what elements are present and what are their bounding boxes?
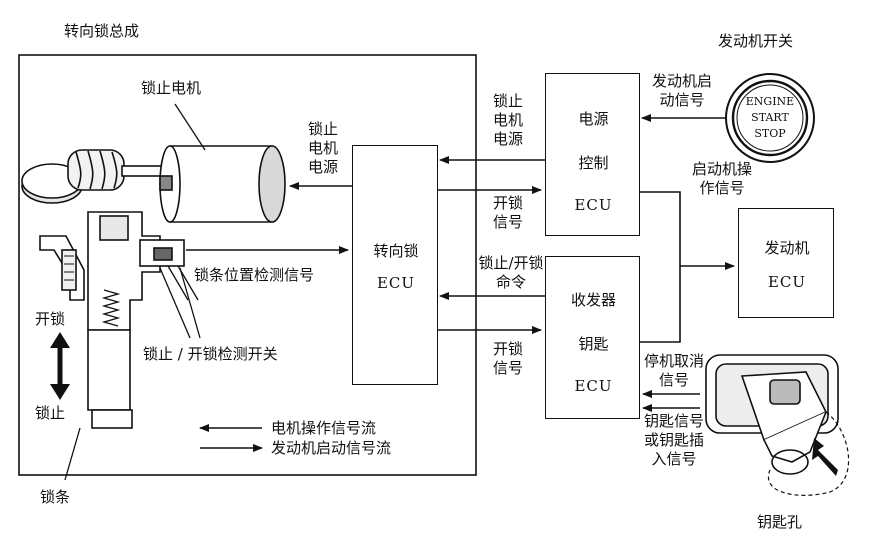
unlock-signal-upper-label: 开锁信号	[492, 194, 523, 231]
transceiver-ecu-line3: ECU	[574, 377, 613, 395]
position-signal-label: 锁条位置检测信号	[194, 266, 315, 284]
lock-motor-label: 锁止电机	[141, 79, 202, 97]
engine-button-line2: START	[751, 111, 789, 124]
power-control-ecu-box: 电源 控制 ECU	[545, 73, 640, 236]
keyhole-title: 钥匙孔	[757, 513, 803, 531]
legend-motor-flow: 电机操作信号流	[271, 419, 377, 437]
engine-button-line1: ENGINE	[745, 95, 795, 108]
engine-ecu-box: 发动机 ECU	[738, 208, 834, 318]
lock-unlock-cmd-label: 锁止/开锁命令	[478, 254, 544, 291]
lock-label: 锁止	[35, 404, 66, 422]
transceiver-key-ecu-box: 收发器 钥匙 ECU	[545, 256, 640, 419]
transceiver-ecu-line2: 钥匙	[578, 335, 609, 353]
stop-cancel-signal-label: 停机取消信号	[643, 352, 704, 389]
motor-power-left-label: 锁止电机电源	[307, 120, 338, 176]
line-transceiver-to-bus	[640, 266, 681, 343]
steering-lock-ecu-box: 转向锁 ECU	[352, 145, 438, 385]
line-power-to-bus	[640, 191, 681, 266]
power-ecu-line2: 控制	[578, 154, 609, 172]
assembly-title: 转向锁总成	[64, 22, 140, 40]
insert-arrow-icon	[812, 438, 838, 476]
engine-switch-title: 发动机开关	[718, 32, 794, 50]
keyhole-drawing	[705, 354, 850, 496]
assembly-frame	[18, 54, 477, 476]
steering-lock-mechanism	[21, 145, 286, 429]
lock-unlock-double-arrow	[50, 332, 70, 400]
engine-ecu-line2: ECU	[767, 273, 807, 291]
detect-switch-label: 锁止 / 开锁检测开关	[143, 345, 278, 363]
transceiver-ecu-line1: 收发器	[570, 291, 616, 309]
unlock-signal-lower-label: 开锁信号	[492, 340, 523, 377]
power-ecu-line1: 电源	[578, 110, 609, 128]
leader-lines	[64, 103, 206, 481]
power-ecu-line3: ECU	[574, 196, 613, 214]
steering-lock-ecu-line1: 转向锁	[373, 242, 419, 260]
engine-start-signal-label: 发动机启动信号	[651, 72, 712, 109]
engine-button-line3: STOP	[754, 127, 786, 140]
engine-ecu-line1: 发动机	[764, 239, 810, 257]
unlock-label: 开锁	[35, 310, 66, 328]
rack-label: 锁条	[40, 488, 71, 506]
motor-power-mid-label: 锁止电机电源	[492, 92, 523, 148]
legend-engine-flow: 发动机启动信号流	[271, 439, 392, 457]
engine-start-button	[725, 73, 815, 163]
steering-lock-ecu-line2: ECU	[376, 274, 416, 292]
start-op-signal-label: 启动机操作信号	[691, 160, 752, 197]
key-signal-label: 钥匙信号或钥匙插入信号	[643, 412, 704, 468]
